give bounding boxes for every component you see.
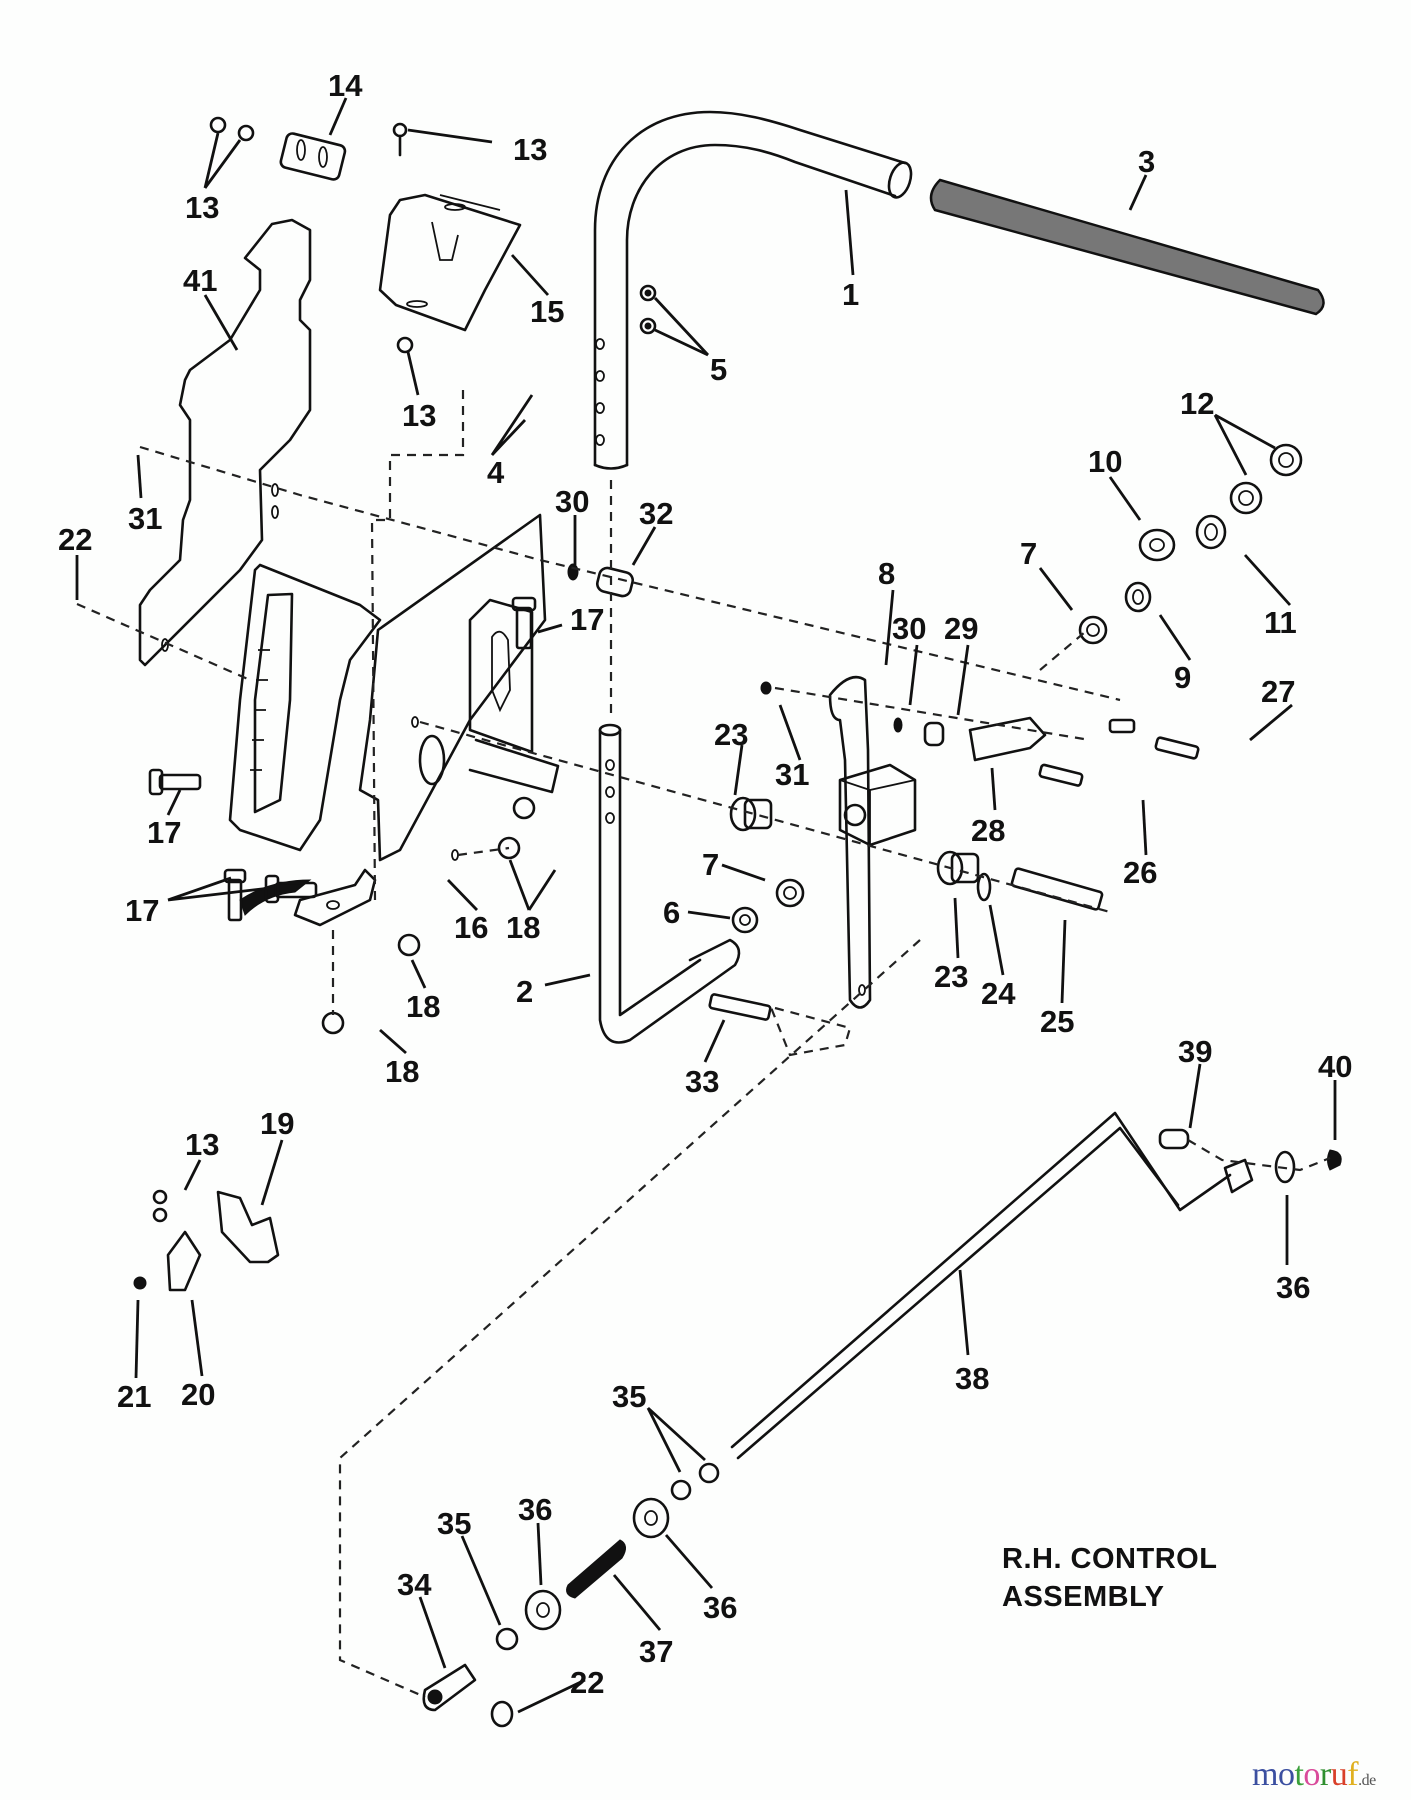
part-13-screws-top [209, 116, 414, 354]
callout-23: 23 [714, 717, 748, 752]
callout-1: 1 [842, 277, 859, 312]
callout-14: 14 [328, 68, 363, 103]
callout-7: 7 [1020, 536, 1037, 571]
callout-35: 35 [612, 1379, 646, 1414]
callout-35: 35 [437, 1506, 471, 1541]
callout-38: 38 [955, 1361, 989, 1396]
callout-26: 26 [1123, 855, 1157, 890]
part-1-upper-handle [593, 110, 913, 470]
callout-27: 27 [1261, 674, 1295, 709]
watermark-suffix: .de [1358, 1772, 1376, 1789]
callout-9: 9 [1174, 660, 1191, 695]
callout-30: 30 [555, 484, 589, 519]
callout-18: 18 [506, 910, 540, 945]
callout-4: 4 [487, 455, 505, 490]
callout-22: 22 [570, 1665, 604, 1700]
part-16-control-bracket [228, 513, 547, 927]
callout-15: 15 [530, 294, 564, 329]
part-34-37-lower-hardware [422, 1462, 720, 1728]
leader-lines [75, 97, 1337, 1714]
callout-28: 28 [971, 813, 1005, 848]
part-8-lever-arm [828, 675, 917, 1009]
watermark-letter: o [1277, 1756, 1295, 1793]
callout-19: 19 [260, 1106, 294, 1141]
callout-13: 13 [185, 190, 219, 225]
watermark-letter: t [1294, 1756, 1304, 1793]
part-small-hardware-right [708, 443, 1303, 1021]
watermark-logo: motoruf.de [1252, 1756, 1376, 1794]
part-2-lower-handle [598, 723, 741, 1044]
callout-25: 25 [1040, 1004, 1074, 1039]
assembly-title: R.H. CONTROL ASSEMBLY [1002, 1540, 1217, 1616]
callout-8: 8 [878, 556, 895, 591]
callout-7: 7 [702, 847, 719, 882]
callout-23: 23 [934, 959, 968, 994]
callout-36: 36 [1276, 1270, 1310, 1305]
callout-41: 41 [183, 263, 217, 298]
part-lockout-plate [468, 598, 560, 794]
callout-21: 21 [117, 1379, 151, 1414]
callout-18: 18 [406, 989, 440, 1024]
assembly-title-line1: R.H. CONTROL [1002, 1543, 1218, 1575]
callout-18: 18 [385, 1054, 419, 1089]
callout-17: 17 [125, 893, 159, 928]
callout-16: 16 [454, 910, 488, 945]
callout-31: 31 [128, 501, 162, 536]
callout-20: 20 [181, 1377, 215, 1412]
callout-13: 13 [185, 1127, 219, 1162]
callout-12: 12 [1180, 386, 1214, 421]
callout-labels: 14 13 13 41 15 13 1 3 5 4 31 22 30 32 12… [58, 68, 1352, 1700]
callout-30: 30 [892, 611, 926, 646]
watermark-letter: r [1319, 1756, 1331, 1793]
callout-36: 36 [703, 1590, 737, 1625]
callout-22: 22 [58, 522, 92, 557]
assembly-title-line2: ASSEMBLY [1002, 1581, 1165, 1613]
callout-32: 32 [639, 496, 673, 531]
callout-2: 2 [516, 974, 533, 1009]
watermark-letter: f [1347, 1756, 1359, 1793]
part-38-linkage-rod [730, 1111, 1342, 1460]
callout-17: 17 [147, 815, 181, 850]
assembly-dashed-lines [76, 390, 1331, 1699]
callout-33: 33 [685, 1064, 719, 1099]
part-19-20-21-switch-bracket [133, 1189, 280, 1292]
callout-10: 10 [1088, 444, 1122, 479]
part-15-bracket [378, 193, 522, 332]
part-41-mount-bracket [138, 218, 312, 667]
callout-31: 31 [775, 757, 809, 792]
part-5-nuts [639, 284, 657, 335]
callout-39: 39 [1178, 1034, 1212, 1069]
callout-5: 5 [710, 352, 727, 387]
callout-3: 3 [1138, 144, 1155, 179]
part-14-plate [279, 132, 347, 181]
callout-34: 34 [397, 1567, 432, 1602]
callout-6: 6 [663, 895, 680, 930]
callout-17: 17 [570, 602, 604, 637]
watermark-letter: m [1252, 1756, 1278, 1793]
callout-13: 13 [513, 132, 547, 167]
watermark-text: motoruf [1252, 1756, 1359, 1793]
callout-36: 36 [518, 1492, 552, 1527]
watermark-letter: u [1330, 1756, 1348, 1793]
callout-29: 29 [944, 611, 978, 646]
callout-13: 13 [402, 398, 436, 433]
callout-40: 40 [1318, 1049, 1352, 1084]
part-17-bolts [148, 596, 537, 922]
callout-24: 24 [981, 976, 1016, 1011]
callout-37: 37 [639, 1634, 673, 1669]
watermark-letter: o [1303, 1756, 1320, 1793]
part-3-handle-grip [929, 178, 1325, 316]
callout-11: 11 [1264, 605, 1297, 640]
